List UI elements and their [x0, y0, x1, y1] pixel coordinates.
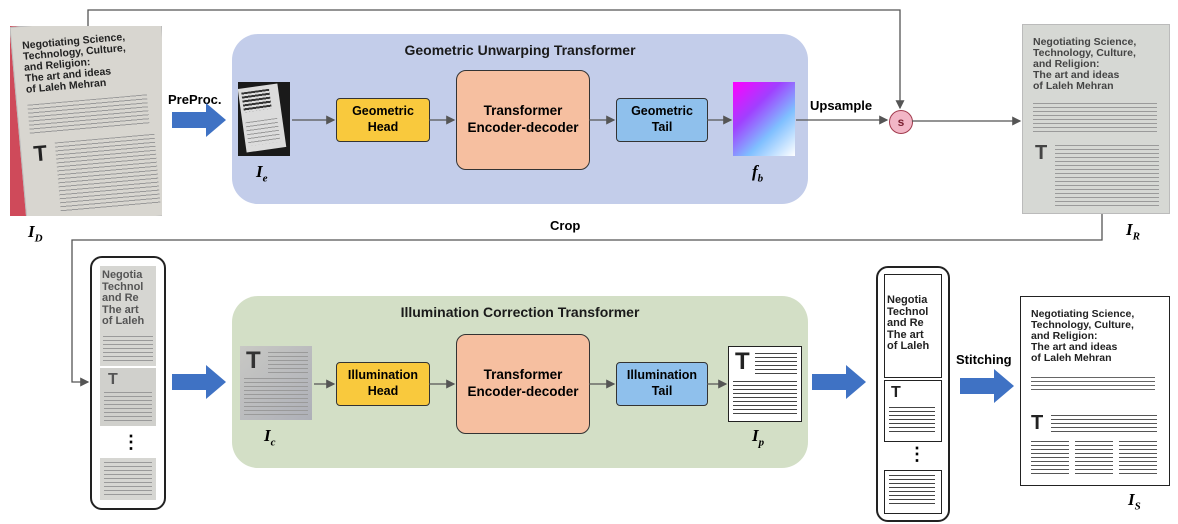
corrected-patch-2-dropcap: T — [891, 384, 901, 401]
illumination-tail: Illumination Tail — [616, 362, 708, 406]
final-doc-dropcap: T — [1031, 412, 1044, 434]
label-Ip: Ip — [752, 426, 765, 449]
corrected-patch-ellipsis: ⋮ — [908, 444, 926, 464]
patches-to-stage2-arrow — [172, 365, 226, 399]
stage2-to-patches-arrow — [812, 365, 866, 399]
patch-1: Negotia Technol and Re The art of Laleh — [100, 266, 156, 366]
corrected-patch-dropcap: T — [735, 348, 750, 375]
label-ID: ID — [28, 222, 43, 245]
sampling-node: s — [889, 110, 913, 134]
patch-1-heading: Negotia Technol and Re The art of Laleh — [102, 269, 145, 328]
stitching-label: Stitching — [956, 352, 1012, 367]
patch-ellipsis: ⋮ — [122, 432, 140, 452]
corrected-patches-column: Negotia Technol and Re The art of Laleh … — [876, 266, 950, 522]
corrected-patch-1-heading: Negotia Technol and Re The art of Laleh — [887, 294, 930, 353]
geometric-head: Geometric Head — [336, 98, 430, 142]
patch-3 — [100, 458, 156, 500]
sampling-node-symbol: s — [897, 115, 905, 129]
corrected-patch-output: T — [728, 346, 802, 422]
corrected-patch-2: T — [884, 380, 942, 442]
rectified-doc-heading: Negotiating Science, Technology, Culture… — [1033, 36, 1137, 93]
patch-2: T — [100, 368, 156, 426]
illumination-encoder-decoder: Transformer Encoder-decoder — [456, 334, 590, 434]
corrected-patch-3 — [884, 470, 942, 514]
stitching-arrow — [960, 369, 1014, 403]
crop-label: Crop — [550, 218, 581, 233]
final-doc-heading: Negotiating Science, Technology, Culture… — [1031, 308, 1135, 365]
corrected-patch-1: Negotia Technol and Re The art of Laleh — [884, 274, 942, 378]
geometric-encoder-decoder: Transformer Encoder-decoder — [456, 70, 590, 170]
input-distorted-image: Negotiating Science, Technology, Culture… — [10, 26, 162, 216]
cropped-patches-column: Negotia Technol and Re The art of Laleh … — [90, 256, 166, 510]
backward-flow-field — [733, 82, 795, 156]
label-IS: IS — [1128, 490, 1141, 513]
rectified-image: Negotiating Science, Technology, Culture… — [1022, 24, 1170, 214]
label-IR: IR — [1126, 220, 1140, 243]
upsample-label: Upsample — [810, 98, 873, 113]
label-Ie: Ie — [256, 162, 268, 185]
preproc-label: PreProc. — [168, 92, 222, 107]
geometric-tail: Geometric Tail — [616, 98, 708, 142]
crop-connection — [71, 214, 1103, 387]
label-fb: fb — [752, 162, 764, 185]
final-output-image: Negotiating Science, Technology, Culture… — [1020, 296, 1170, 486]
preproc-arrow — [172, 103, 226, 137]
rectified-doc-dropcap: T — [1035, 142, 1048, 164]
illumination-correction-title: Illumination Correction Transformer — [400, 304, 640, 320]
label-Ic: Ic — [264, 426, 276, 449]
downsampled-image — [238, 82, 290, 156]
crop-patch-dropcap: T — [246, 347, 261, 374]
patch-2-dropcap: T — [108, 371, 118, 388]
skip-connection — [87, 9, 905, 110]
geometric-unwarping-title: Geometric Unwarping Transformer — [404, 42, 636, 58]
illumination-head: Illumination Head — [336, 362, 430, 406]
crop-patch-input: T — [240, 346, 312, 420]
